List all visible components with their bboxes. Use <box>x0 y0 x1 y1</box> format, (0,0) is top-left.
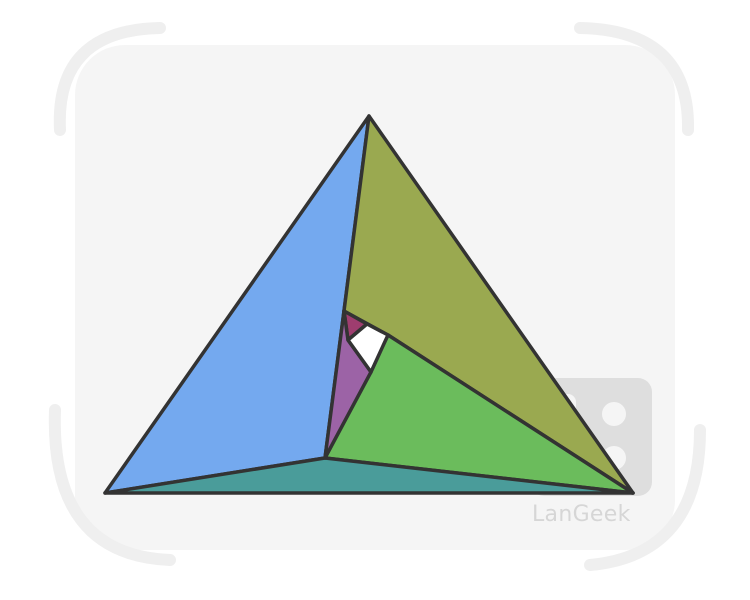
bottom-piece <box>103 456 635 495</box>
center-gap <box>346 322 390 374</box>
corner-marks <box>48 22 706 571</box>
triangle-illustration <box>103 114 635 495</box>
corner-mark-bottom-right <box>584 424 706 571</box>
corner-mark-top-right <box>574 22 695 136</box>
watermark-text: LanGeek <box>532 502 631 527</box>
corner-mark-bottom-left <box>48 404 176 566</box>
corner-mark-top-left <box>53 22 166 136</box>
